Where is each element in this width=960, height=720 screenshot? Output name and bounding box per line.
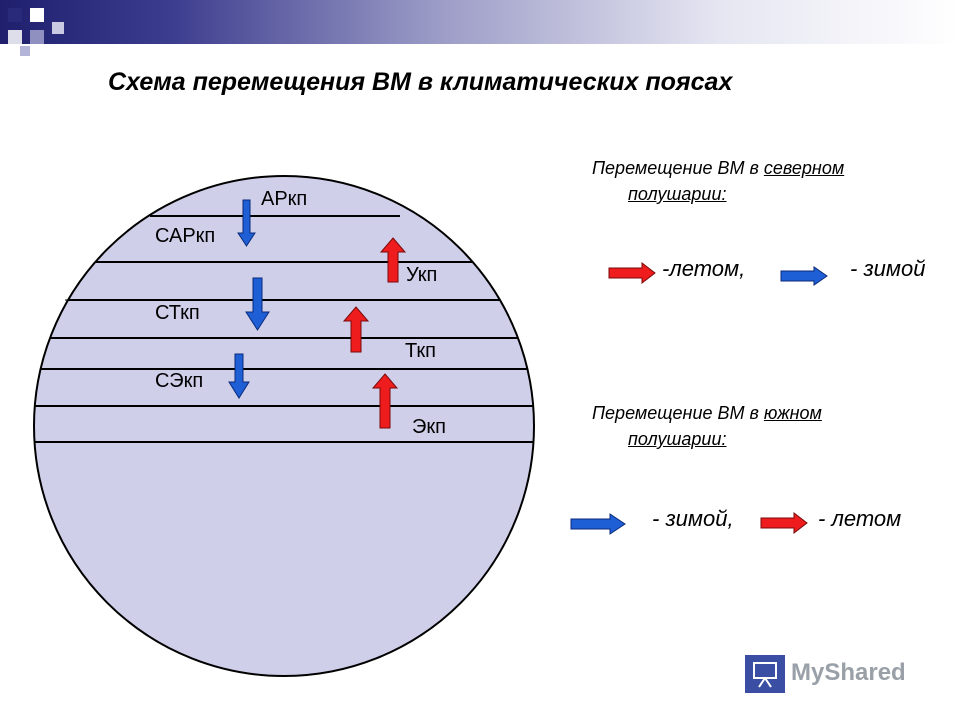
latitude-lines [34, 215, 534, 443]
legend-south-summer: - летом [818, 506, 902, 531]
legend-south-heading: Перемещение ВМ в южном полушарии: [592, 403, 822, 449]
warm-arrow-icon [608, 262, 656, 284]
warm-arrow-tkp [342, 306, 370, 353]
presentation-board-icon [745, 655, 785, 693]
legend-south-winter: - зимой, [652, 506, 734, 531]
globe [33, 175, 535, 677]
zone-label-se: СЭкп [155, 370, 204, 392]
logo-text: MyShared [791, 659, 906, 686]
legend-north-winter: - зимой [850, 256, 926, 281]
zone-label-sar: САРкп [155, 225, 216, 247]
cold-arrow-st [245, 277, 270, 331]
zone-label-ukp: Укп [406, 264, 438, 286]
cold-arrow-icon [570, 513, 626, 535]
cold-arrow-ar [237, 199, 256, 247]
warm-arrow-ukp [379, 237, 407, 283]
header-band [0, 0, 960, 44]
zone-label-tkp: Ткп [405, 340, 436, 362]
warm-arrow-icon [760, 512, 808, 534]
zone-label-ekp: Экп [412, 416, 446, 438]
legend-north-summer: -летом, [662, 256, 746, 281]
myshared-logo: MyShared [745, 655, 925, 695]
legend-north-heading: Перемещение ВМ в северном полушарии: [592, 158, 845, 204]
cold-arrow-se [228, 353, 250, 399]
zone-label-st: СТкп [155, 302, 200, 324]
cold-arrow-icon [780, 266, 828, 286]
zone-label-ar: АРкп [261, 188, 308, 210]
page-title: Схема перемещения ВМ в климатических поя… [108, 68, 733, 96]
corner-squares [8, 8, 64, 56]
warm-arrow-ekp [371, 373, 399, 429]
